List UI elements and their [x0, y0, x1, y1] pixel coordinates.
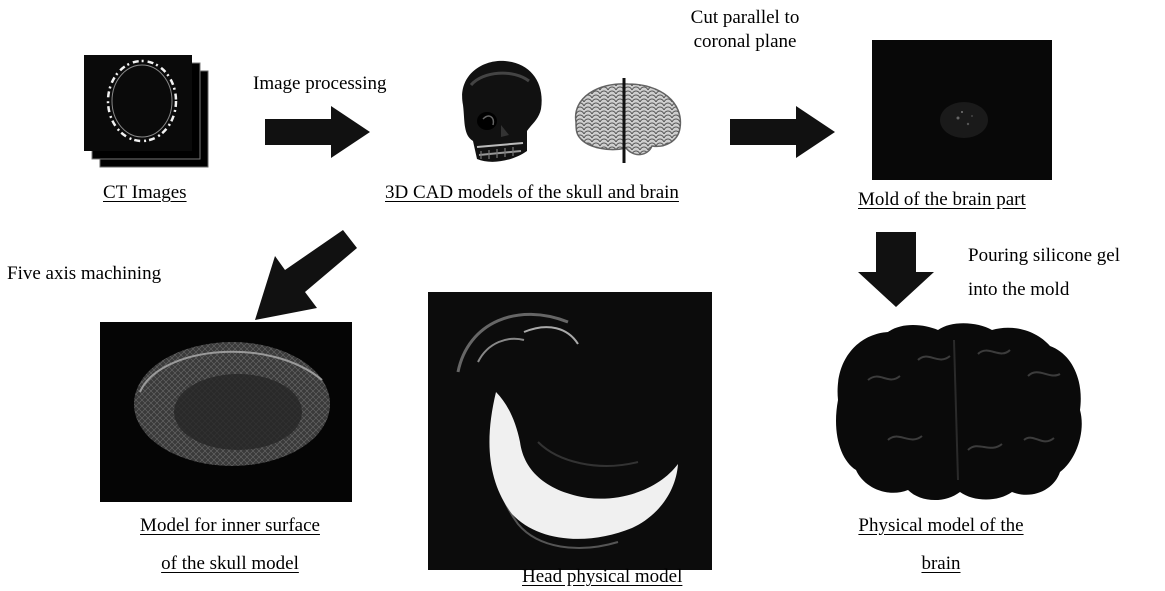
- brain-cad-model: [568, 78, 688, 163]
- pouring-label-line1: Pouring silicone gel: [968, 244, 1120, 268]
- five-axis-label: Five axis machining: [7, 262, 161, 286]
- arrow-down-left: [245, 230, 365, 325]
- pouring-label: Pouring silicone gel into the mold: [968, 244, 1120, 302]
- image-processing-label: Image processing: [253, 72, 386, 96]
- arrow-down: [858, 232, 934, 307]
- cut-plane-label-line1: Cut parallel to: [665, 6, 825, 30]
- cut-plane-label-line2: coronal plane: [665, 30, 825, 54]
- head-model-label: Head physical model: [522, 565, 682, 589]
- physical-brain-label-line1: Physical model of the: [826, 514, 1056, 538]
- brain-mold-photo: [872, 40, 1052, 180]
- pouring-label-line2: into the mold: [968, 278, 1120, 302]
- arrow-right-2: [730, 106, 835, 158]
- ct-images-photo: [84, 55, 214, 170]
- arrow-right-1: [265, 106, 370, 158]
- inner-surface-label-line2: of the skull model: [95, 552, 365, 576]
- skull-cad-model: [443, 55, 553, 175]
- mold-brain-label: Mold of the brain part: [858, 188, 1026, 212]
- brain-physical-model-photo: [828, 320, 1090, 505]
- physical-brain-label: Physical model of the brain: [826, 514, 1056, 576]
- head-physical-model-photo: [428, 292, 712, 570]
- cut-plane-label: Cut parallel to coronal plane: [665, 6, 825, 54]
- cad-models-label: 3D CAD models of the skull and brain: [385, 181, 679, 205]
- inner-surface-label-line1: Model for inner surface: [95, 514, 365, 538]
- physical-brain-label-line2: brain: [826, 552, 1056, 576]
- inner-surface-label: Model for inner surface of the skull mod…: [95, 514, 365, 576]
- ct-images-label: CT Images: [103, 181, 187, 205]
- inner-skull-model-photo: [100, 322, 352, 502]
